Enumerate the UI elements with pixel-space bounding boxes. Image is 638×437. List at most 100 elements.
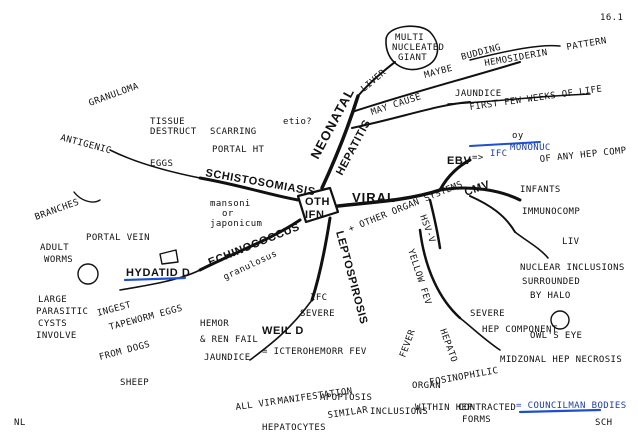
- jaundice-neonatal-label: JAUNDICE: [455, 89, 502, 99]
- hydatid-underline: [123, 276, 187, 282]
- ren-fail-label: & REN FAIL: [200, 335, 258, 345]
- branch-infants: [469, 195, 516, 233]
- ebv-arrow: =>: [472, 153, 484, 163]
- branch-maybe: [351, 61, 521, 113]
- large-line4: INVOLVE: [36, 331, 77, 341]
- contracted-label: CONTRACTED: [458, 403, 516, 413]
- forms-label: FORMS: [462, 415, 491, 425]
- lepto-ifc: IFC: [310, 293, 327, 303]
- branch-severe: [459, 317, 501, 351]
- ebv-underline: [469, 141, 541, 147]
- by-halo-label: BY HALO: [530, 291, 571, 301]
- icterohem-label: = ICTEROHEMORR FEV: [262, 347, 367, 357]
- infants-label: INFANTS: [520, 185, 561, 195]
- branch-yellowfev: [418, 228, 462, 320]
- branch-lepto: [310, 216, 332, 302]
- branch-liver: [357, 61, 396, 97]
- adult-line2: WORMS: [44, 255, 73, 265]
- inclusions-label: INCLUSIONS: [370, 407, 428, 417]
- cyst-sketch: [159, 249, 179, 265]
- hydatid-label: HYDATID D: [126, 267, 190, 279]
- center-label-1: OTH: [305, 196, 330, 208]
- multi-line2: NUCLEATED: [392, 43, 444, 53]
- branch-cmv: [438, 186, 522, 202]
- branch-neonatal: [320, 94, 360, 190]
- weil-label: WEIL D: [262, 325, 304, 337]
- from-dogs-label: FROM DOGS: [98, 340, 151, 363]
- pattern-label: PATTERN: [566, 36, 608, 53]
- branch-eggs: [109, 149, 201, 179]
- branch-schisto: [198, 176, 300, 202]
- scarring-label: SCARRING: [210, 127, 257, 137]
- eggs-label: EGGS: [150, 159, 173, 169]
- within-hep-label: WITHIN HEP: [415, 403, 473, 413]
- owls-eye-label: OWL'S EYE: [530, 331, 582, 341]
- immunocomp-label: IMMUNOCOMP: [522, 207, 580, 217]
- liv-label: LIV: [562, 237, 580, 247]
- jaundice-lepto-label: JAUNDICE: [204, 353, 251, 363]
- or-label: or: [222, 209, 234, 219]
- antigenic-label: ANTIGENIC: [59, 133, 112, 156]
- branch-label-lepto: LEPTOSPIROSIS: [333, 230, 369, 326]
- branch-strokes: [73, 25, 591, 361]
- branch-echino: [198, 218, 302, 272]
- branch-immuno: [514, 231, 549, 259]
- branch-ebv: [438, 158, 472, 192]
- granuloma-label: GRANULOMA: [88, 81, 141, 108]
- egg-sketch: [77, 263, 99, 285]
- ebv-ifc: IFC: [490, 149, 507, 159]
- ebv-oy: oy: [512, 131, 524, 141]
- large-line2: PARASITIC: [36, 307, 88, 317]
- ebv-mononuc: MONONUC: [510, 143, 551, 153]
- tissue-line1: TISSUE: [150, 117, 185, 127]
- councilman-underline: [518, 408, 602, 414]
- initials-left: NL: [14, 418, 26, 428]
- other-organ-label: + OTHER ORGAN SYSTEMS: [347, 180, 464, 235]
- multi-line1: MULTI: [395, 33, 424, 43]
- branch-firstweeks: [447, 93, 591, 105]
- owl-eye-sketch: [550, 310, 570, 330]
- large-line1: LARGE: [38, 295, 67, 305]
- ebv-label: EBV: [447, 155, 471, 167]
- branches-label: BRANCHES: [34, 197, 81, 222]
- fever-label: FEVER: [398, 328, 417, 359]
- sheep-label: SHEEP: [120, 378, 149, 388]
- hep-comp-label: OF ANY HEP COMP: [539, 146, 627, 165]
- center-label-2: IFN: [305, 209, 325, 221]
- organ-label: ORGAN: [412, 381, 441, 391]
- portal-vein-label: PORTAL VEIN: [86, 233, 150, 243]
- center-box: [296, 186, 340, 224]
- midzonal-label: MIDZONAL HEP NECROSIS: [500, 355, 622, 365]
- japonicum-label: japonicum: [210, 219, 262, 229]
- large-line3: CYSTS: [38, 319, 67, 329]
- hepatocytes-label: HEPATOCYTES: [262, 423, 326, 433]
- adult-line1: ADULT: [40, 243, 69, 253]
- multi-line3: GIANT: [398, 53, 427, 63]
- surrounded-label: SURROUNDED: [522, 277, 580, 287]
- liver-label: LIVER: [360, 68, 389, 94]
- worm-sketch: [73, 191, 101, 203]
- yellow-fev-label: YELLOW FEV: [405, 248, 433, 307]
- may-cause-label: MAY CAUSE: [370, 92, 423, 118]
- apoptosis-label: APOPTOSIS: [320, 393, 372, 403]
- severe-viral-label: SEVERE: [470, 309, 505, 319]
- initials-right: SCH: [595, 418, 612, 428]
- tissue-line2: DESTRUCT: [150, 127, 197, 137]
- mansoni-label: mansoni: [210, 199, 251, 209]
- hep-component-label: HEP COMPONENT: [482, 325, 558, 335]
- councilman-label: = COUNCILMAN BODIES: [516, 401, 627, 411]
- branch-label-viral: VIRAL: [352, 190, 396, 205]
- branch-hsv: [428, 198, 442, 250]
- hepato-label: HEPATO: [437, 328, 458, 364]
- hemor-label: HEMOR: [200, 319, 229, 329]
- branch-weil: [249, 299, 313, 361]
- cmv-label: CMV: [463, 179, 492, 199]
- portal-ht-label: PORTAL HT: [212, 145, 265, 155]
- eosinophilic-label: EOSINOPHILIC: [429, 366, 500, 388]
- branch-hemosiderin: [469, 44, 561, 61]
- branch-viral: [336, 188, 442, 208]
- similar-label: SIMILAR: [327, 405, 369, 421]
- lepto-severe: SEVERE: [300, 309, 335, 319]
